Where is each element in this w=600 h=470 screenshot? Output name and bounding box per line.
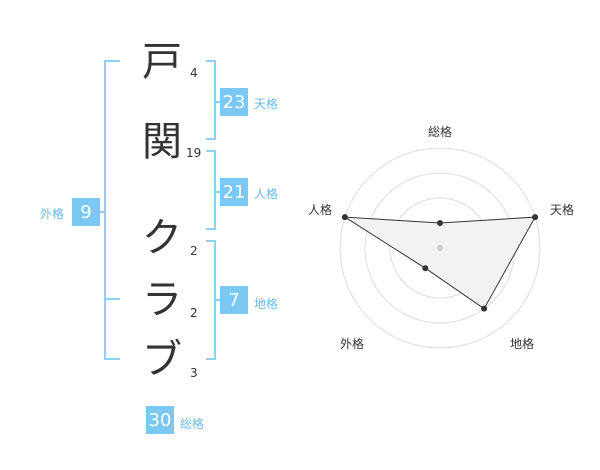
- name-char-1: 戸: [142, 39, 182, 85]
- chikaku-value-box: 7: [220, 286, 248, 314]
- radar-label-soukaku: 総格: [428, 125, 453, 139]
- tenkaku-bracket: [206, 60, 216, 140]
- radar-center-dot: [437, 245, 443, 251]
- radar-point-top: [437, 220, 443, 226]
- jinkaku-connector: [214, 191, 220, 193]
- chikaku-connector: [214, 299, 220, 301]
- jinkaku-bracket: [206, 150, 216, 230]
- gaikaku-bracket: [104, 60, 120, 360]
- gaikaku-connector: [100, 211, 106, 213]
- tenkaku-value-box: 23: [220, 88, 248, 116]
- stroke-count-2: 19: [186, 146, 202, 160]
- radar-polygon: [344, 216, 536, 310]
- radar-ring-1: [339, 147, 541, 349]
- chikaku-label: 地格: [254, 297, 279, 311]
- stroke-count-1: 4: [190, 66, 198, 80]
- name-char-3: ク: [142, 215, 182, 261]
- name-char-4: ラ: [142, 277, 182, 323]
- tenkaku-connector: [214, 101, 220, 103]
- stroke-count-4: 2: [190, 306, 198, 320]
- radar-label-gaikaku: 外格: [340, 337, 365, 351]
- stroke-count-5: 3: [190, 366, 198, 380]
- gaikaku-label: 外格: [40, 207, 65, 221]
- stroke-count-3: 2: [190, 244, 198, 258]
- radar-label-jinkaku: 人格: [308, 203, 333, 217]
- tenkaku-label: 天格: [254, 97, 279, 111]
- radar-points: [341, 214, 539, 312]
- radar-point-bottom_right: [481, 305, 488, 312]
- gaikaku-divider: [104, 298, 120, 300]
- radar-label-chikaku: 地格: [510, 337, 535, 351]
- jinkaku-value-box: 21: [220, 178, 248, 206]
- jinkaku-label: 人格: [254, 187, 279, 201]
- radar-point-bottom_left: [422, 265, 429, 272]
- soukaku-value-box: 30: [146, 406, 174, 434]
- radar-point-right: [532, 214, 539, 221]
- radar-point-left: [341, 214, 348, 221]
- radar-label-tenkaku: 天格: [550, 203, 575, 217]
- name-char-2: 関: [142, 119, 182, 165]
- soukaku-label: 総格: [180, 417, 205, 431]
- gaikaku-value-box: 9: [72, 198, 100, 226]
- name-char-5: ブ: [142, 337, 182, 383]
